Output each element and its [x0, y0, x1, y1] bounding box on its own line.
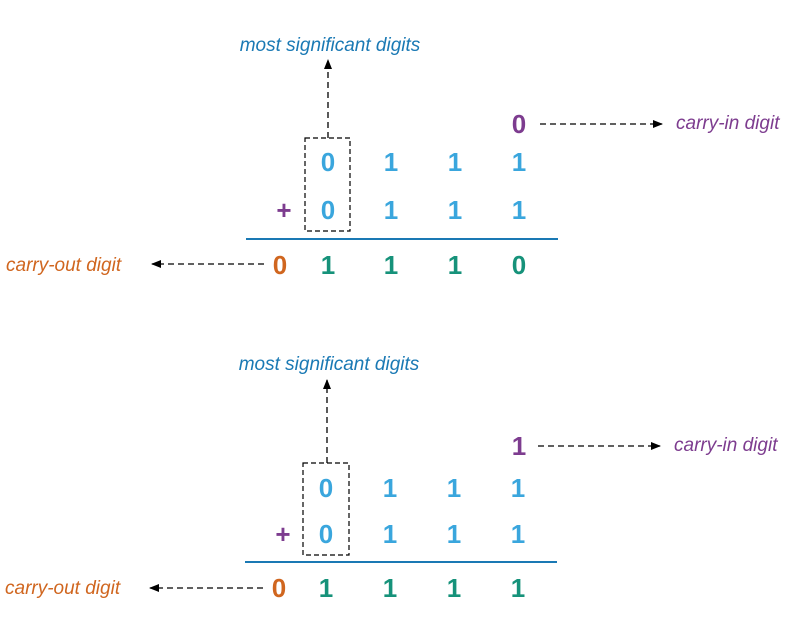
operand2-digit: 1	[447, 519, 461, 549]
operand2-digit: 1	[383, 519, 397, 549]
operand1-digit: 1	[511, 473, 525, 503]
operand2-digit: 1	[511, 519, 525, 549]
carry-in-digit: 1	[512, 431, 526, 461]
plus-sign: +	[276, 195, 291, 225]
carry-out-label: carry-out digit	[5, 578, 121, 599]
sum-digit: 1	[383, 573, 397, 603]
carry-in-label: carry-in digit	[676, 113, 780, 134]
example-carry-in-1: most significant digits 1 carry-in digit…	[5, 354, 778, 603]
operand1-digit: 1	[448, 147, 462, 177]
msd-label: most significant digits	[239, 354, 420, 375]
operand2-digit: 0	[319, 519, 333, 549]
sum-digit: 1	[384, 250, 398, 280]
carry-in-digit: 0	[512, 109, 526, 139]
sum-digit: 0	[512, 250, 526, 280]
operand1-digit: 1	[384, 147, 398, 177]
operand2-digit: 1	[512, 195, 526, 225]
operand1-digit: 0	[319, 473, 333, 503]
sum-digit: 1	[511, 573, 525, 603]
sum-digit: 1	[448, 250, 462, 280]
carry-in-label: carry-in digit	[674, 435, 778, 456]
sum-digit: 1	[447, 573, 461, 603]
carry-out-digit: 0	[273, 250, 287, 280]
sum-digit: 1	[319, 573, 333, 603]
msd-label: most significant digits	[240, 35, 421, 56]
sum-digit: 1	[321, 250, 335, 280]
operand2-digit: 1	[384, 195, 398, 225]
operand1-digit: 1	[512, 147, 526, 177]
example-carry-in-0: most significant digits 0 carry-in digit…	[6, 35, 780, 280]
operand1-digit: 1	[383, 473, 397, 503]
msd-column-box	[302, 462, 350, 556]
carry-out-label: carry-out digit	[6, 255, 122, 276]
operand2-digit: 0	[321, 195, 335, 225]
operand1-digit: 0	[321, 147, 335, 177]
operand2-digit: 1	[448, 195, 462, 225]
operand1-digit: 1	[447, 473, 461, 503]
plus-sign: +	[275, 519, 290, 549]
msd-column-box	[304, 137, 351, 232]
carry-out-digit: 0	[272, 573, 286, 603]
